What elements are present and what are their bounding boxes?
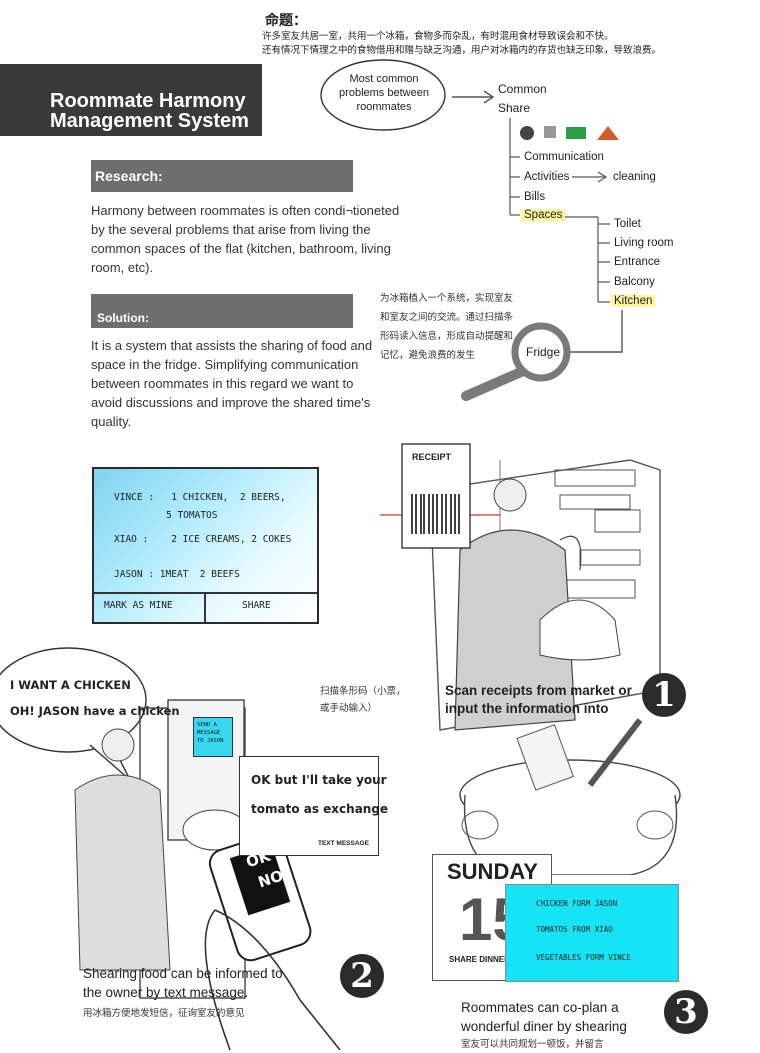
fridge-note: 为冰箱植入一个系统，实现室友和室友之间的交流。通过扫描条形码读入信息，形成自动提…	[380, 293, 514, 361]
receipt-label: RECEIPT	[412, 452, 452, 462]
problems-bubble: Most common problems between roommates	[328, 72, 440, 114]
reply-line-2: tomato as exchange	[251, 802, 389, 816]
space-living-room: Living room	[614, 237, 674, 249]
step1-number-badge: 1	[642, 673, 686, 717]
pot-illustration	[459, 718, 681, 875]
screen-divider	[94, 592, 317, 594]
topic-line-1: 许多室友共居一室，共用一个冰箱，食物多而杂乱，有时混用食材导致误会和不快。	[262, 31, 614, 42]
step2-note: 用冰箱方便地发短信，征询室友的意见	[83, 1008, 245, 1019]
problems-bubble-text: Most common problems between roommates	[339, 73, 429, 113]
branch-communication: Communication	[524, 151, 604, 163]
step3-caption: Roommates can co-plan a wonderful diner …	[461, 1000, 627, 1034]
dinner-line-1: CHICKEN FORM JASON	[536, 899, 618, 908]
inventory-line-2: 5 TOMATOS	[166, 510, 218, 521]
step3-note: 室友可以共同规划一顿饭，并留言	[461, 1039, 604, 1050]
text-message-card: OK but I'll take your tomato as exchange…	[239, 756, 388, 856]
inventory-line-4: JASON : 1MEAT 2 BEEFS	[114, 569, 240, 580]
activities-target: cleaning	[613, 171, 656, 183]
title-block: Roommate Harmony Management System	[0, 64, 262, 136]
solution-heading: Solution:	[91, 294, 353, 328]
space-toilet: Toilet	[614, 218, 641, 230]
inventory-line-1: VINCE : 1 CHICKEN, 2 BEERS,	[114, 492, 286, 503]
calendar-day: SUNDAY	[447, 859, 538, 884]
space-kitchen: Kitchen	[611, 295, 656, 307]
research-text: Harmony between roommates is often condi…	[91, 203, 400, 275]
reply-line-1: OK but I'll take your	[251, 773, 387, 787]
mindmap-lines	[320, 59, 623, 401]
solution-text: It is a system that assists the sharing …	[91, 338, 373, 429]
speech-line-1: I WANT A CHICKEN	[10, 678, 131, 692]
share-button[interactable]: SHARE	[242, 600, 271, 611]
step2-caption: Shearing food can be informed to the own…	[83, 966, 283, 1000]
dinner-screen: CHICKEN FORM JASON TOMATOS FROM XIAO VEG…	[505, 884, 679, 982]
mark-as-mine-button[interactable]: MARK AS MINE	[104, 600, 173, 611]
branch-bills: Bills	[524, 191, 546, 203]
dinner-line-2: TOMATOS FROM XIAO	[536, 925, 613, 934]
scan-scene-illustration	[380, 443, 661, 731]
title-line-1: Roommate Harmony	[50, 90, 246, 112]
calendar-note: SHARE DINNER	[449, 955, 510, 964]
speech-line-2: OH! JASON have a chicken	[10, 704, 180, 718]
step3-number-badge: 3	[664, 990, 708, 1034]
mini-screen: SEND A MESSAGE TO JASON	[193, 717, 233, 757]
dinner-line-3: VEGETABLES FORM VINCE	[536, 953, 631, 962]
screen-divider-vertical	[204, 593, 206, 622]
space-balcony: Balcony	[614, 276, 655, 288]
reply-tag: TEXT MESSAGE	[318, 840, 369, 847]
step1-caption: Scan receipts from market or input the i…	[445, 683, 632, 716]
space-entrance: Entrance	[614, 256, 661, 268]
inventory-line-3: XIAO : 2 ICE CREAMS, 2 COKES	[114, 534, 292, 545]
step2-number-badge: 2	[340, 954, 384, 998]
request-scene-illustration	[0, 647, 341, 1050]
mindmap-root-1: Common	[498, 82, 547, 96]
fridge-label: Fridge	[526, 345, 561, 359]
mini-screen-text: SEND A MESSAGE TO JASON	[197, 722, 224, 744]
topic-line-2: 还有情况下情理之中的食物借用和赠与缺乏沟通，用户对冰箱内的存货也缺乏印象，导致浪…	[262, 45, 662, 56]
topic-heading: 命题：	[265, 13, 307, 29]
title-line-2: Management System	[50, 110, 249, 132]
branch-activities: Activities	[524, 171, 570, 183]
research-heading: Research:	[91, 160, 353, 192]
mindmap-root-2: Share	[498, 101, 531, 115]
branch-spaces: Spaces	[521, 209, 566, 221]
step1-note: 扫描条形码（小票，或手动输入）	[320, 686, 406, 714]
fridge-screen-inventory: VINCE : 1 CHICKEN, 2 BEERS, 5 TOMATOS XI…	[92, 467, 319, 624]
